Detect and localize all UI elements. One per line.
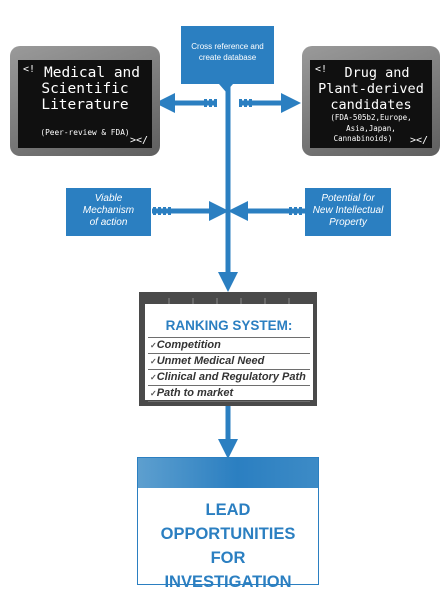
monitor-subtitle: (FDA-505b2,Europe, Asia,Japan, Cannabino… [310, 113, 432, 145]
lead-header-band [138, 458, 318, 488]
check-icon: ✓ [150, 341, 157, 350]
cross-reference-callout: Cross reference and create database [181, 26, 274, 84]
check-icon: ✓ [150, 373, 157, 382]
ranking-item-label: Clinical and Regulatory Path [156, 371, 306, 383]
open-tag: <! [23, 64, 36, 75]
ranking-title: RANKING SYSTEM: [165, 318, 293, 333]
intellectual-property-callout: Potential for New Intellectual Property [305, 188, 391, 236]
close-tag: ></ [409, 135, 428, 146]
callout-line: New Intellectual [312, 205, 384, 216]
lead-line: OPPORTUNITIES [160, 525, 296, 543]
callout-line: of action [89, 217, 128, 228]
ranking-sheet: RANKING SYSTEM: ✓Competition ✓Unmet Medi… [145, 304, 313, 402]
ranking-item: ✓Path to market [148, 385, 310, 402]
check-icon: ✓ [150, 357, 157, 366]
title-line: Drug and [344, 65, 410, 81]
mechanism-callout: Viable Mechanism of action [66, 188, 151, 236]
callout-pointer [219, 84, 233, 92]
lead-line: LEAD [205, 501, 251, 519]
callout-line: create database [198, 53, 257, 62]
callout-line: Cross reference and [191, 42, 264, 51]
callout-line: Viable [94, 193, 123, 204]
monitor-title: Drug and Plant-derived candidates [310, 65, 432, 113]
ranking-item: ✓Competition [148, 337, 310, 353]
title-line: candidates [330, 97, 412, 113]
callout-line: Mechanism [82, 205, 135, 216]
lead-text: LEAD OPPORTUNITIES FOR INVESTIGATION [138, 498, 318, 594]
callout-line: Property [329, 217, 367, 228]
monitor-title: Medical and Scientific Literature [18, 65, 152, 113]
subtitle-line: (FDA-505b2,Europe, [330, 113, 412, 122]
monitor-screen: <! Drug and Plant-derived candidates (FD… [310, 60, 432, 148]
title-line: Medical and [43, 65, 141, 81]
lead-opportunities-box: LEAD OPPORTUNITIES FOR INVESTIGATION [137, 457, 319, 591]
ranking-item-label: Unmet Medical Need [156, 355, 265, 367]
ranking-item: ✓Unmet Medical Need [148, 353, 310, 369]
title-line: Literature [41, 97, 129, 113]
lead-line: INVESTIGATION [164, 573, 292, 591]
title-line: Plant-derived [318, 81, 424, 97]
monitor-screen: <! Medical and Scientific Literature (Pe… [18, 60, 152, 148]
title-line: Scientific [41, 81, 129, 97]
ranking-item-label: Competition [156, 339, 221, 351]
lead-line: FOR [210, 549, 246, 567]
subtitle-line: Asia,Japan, [346, 123, 396, 133]
monitor-subtitle: (Peer-review & FDA) [40, 128, 130, 137]
medical-literature-monitor: <! Medical and Scientific Literature (Pe… [10, 46, 160, 156]
close-tag: ></ [129, 135, 148, 146]
open-tag: <! [315, 64, 328, 75]
ranking-item: ✓Clinical and Regulatory Path [148, 369, 310, 385]
ranking-item-label: Path to market [156, 387, 234, 399]
subtitle-line: Cannabinoids) [333, 134, 393, 143]
callout-line: Potential for [321, 193, 375, 204]
check-icon: ✓ [150, 389, 157, 398]
ranking-system-panel: RANKING SYSTEM: ✓Competition ✓Unmet Medi… [139, 292, 317, 406]
drug-candidates-monitor: <! Drug and Plant-derived candidates (FD… [302, 46, 440, 156]
